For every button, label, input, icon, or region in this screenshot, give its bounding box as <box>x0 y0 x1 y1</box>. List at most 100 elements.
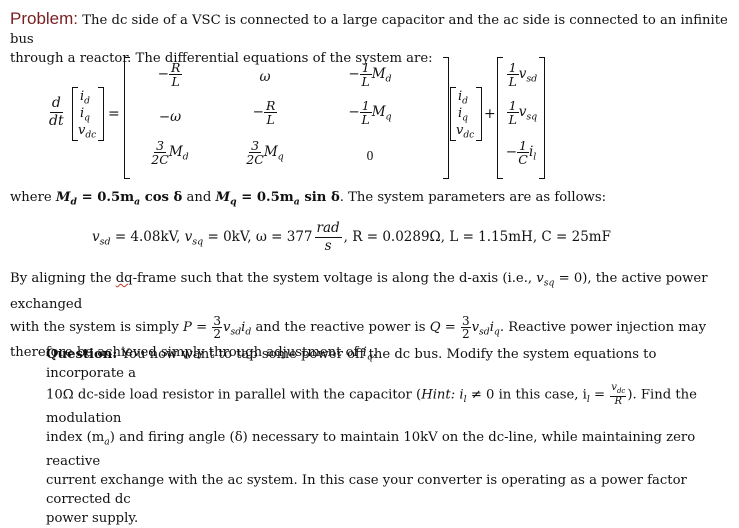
m13-tail: M <box>371 66 386 82</box>
m31-num: 3 <box>154 138 167 153</box>
where-line: where Md = 0.5ma cos δ and Mq = 0.5ma si… <box>10 190 607 208</box>
problem-title: Problem: <box>10 9 79 28</box>
state-iq: i <box>80 106 85 121</box>
m23-den: L <box>361 112 370 127</box>
r2-den: L <box>508 112 517 127</box>
dq-paragraph: By aligning the dq-frame such that the s… <box>10 271 708 363</box>
r3-sign: − <box>505 144 517 160</box>
question-l3: index (m <box>46 430 105 446</box>
m13-num: 1 <box>359 60 372 75</box>
para-l2a: with the system is simply <box>10 319 184 335</box>
m22-sign: − <box>252 104 264 120</box>
md-rest: cos δ <box>140 190 183 205</box>
m23-tail: M <box>371 104 386 120</box>
s-label: s <box>324 238 332 254</box>
para-l1b: -frame such that the system voltage is a… <box>132 271 537 286</box>
r2-tail: v <box>518 104 527 120</box>
m32-sub: q <box>277 151 284 163</box>
where-post: . The system parameters are as follows: <box>339 190 607 205</box>
md-eq: = 0.5m <box>76 190 135 205</box>
para-l1a: By aligning the <box>10 271 116 286</box>
rhs-iq-sub: q <box>462 113 468 124</box>
para-l1c: = 0), the active power exchanged <box>10 271 708 312</box>
m31-sub: d <box>182 151 189 163</box>
r3-den: C <box>518 152 528 167</box>
question-l2b: i <box>455 387 464 403</box>
mq-rest: sin δ <box>299 190 340 205</box>
question-l1: You now want to tap some power off the d… <box>46 347 657 381</box>
rhs-vdc-sub: dc <box>463 130 475 141</box>
m22-num: R <box>263 98 278 113</box>
r3-sub: l <box>533 151 537 163</box>
para-dq: dq <box>115 271 133 286</box>
question-label: Question: <box>46 347 118 362</box>
equals-sign: = <box>108 106 120 122</box>
param-omega: ω = 377 <box>255 229 313 245</box>
state-id: i <box>80 89 85 104</box>
para-l2b: and the reactive power is <box>251 319 430 335</box>
problem-line-2: through a reactor. The differential equa… <box>10 51 433 66</box>
m32-num: 3 <box>249 138 262 153</box>
m13-sign: − <box>348 66 360 82</box>
state-vdc-sub: dc <box>85 130 97 141</box>
where-pre: where <box>10 190 52 205</box>
where-and: and <box>182 190 216 205</box>
m13-den: L <box>361 74 370 89</box>
question-hint: Hint: <box>421 387 456 403</box>
param-rest: , R = 0.0289Ω, L = 1.15mH, C = 25mF <box>343 229 611 245</box>
r1-num: 1 <box>506 60 519 75</box>
derivative-numerator: d <box>49 95 63 113</box>
r2-sub: sq <box>526 111 538 123</box>
rhs-id-sub: d <box>462 96 468 107</box>
r1-tail: v <box>518 66 527 82</box>
m23-sub: q <box>385 111 392 123</box>
question-l2c: ≠ 0 in this case, i <box>466 387 587 403</box>
state-vector-lhs: id iq vdc <box>72 87 104 141</box>
param-vsd: = 4.08kV, <box>114 229 181 245</box>
plus-sign: + <box>484 106 496 122</box>
m12: ω <box>259 69 271 85</box>
r3-tail: i <box>528 144 534 160</box>
question-l2d: = <box>589 387 610 403</box>
rhs-iq: i <box>458 106 463 121</box>
para-l2c: . Reactive power injection may <box>499 319 707 335</box>
r1-den: L <box>508 74 517 89</box>
para-l3: therefore be achieved simply through adj… <box>10 345 363 361</box>
state-vdc: v <box>78 123 86 138</box>
r1-sub: sd <box>526 73 538 85</box>
problem-statement: Problem: The dc side of a VSC is connect… <box>10 9 732 68</box>
m32-den: 2C <box>246 152 264 167</box>
question-l2a: 10Ω dc-side load resistor in parallel wi… <box>46 387 422 403</box>
r3-num: 1 <box>517 138 529 153</box>
m33: 0 <box>366 148 374 163</box>
m23-num: 1 <box>359 98 372 113</box>
m22-den: L <box>266 112 275 127</box>
m32-tail: M <box>263 144 278 160</box>
state-vector-rhs: id iq vdc <box>450 87 482 141</box>
m23-sign: − <box>348 104 360 120</box>
state-id-sub: d <box>84 96 90 107</box>
m11-den: L <box>171 74 180 89</box>
time-derivative: d dt <box>47 95 66 130</box>
question-l5: power supply. <box>46 510 139 526</box>
rad-label: rad <box>314 220 342 238</box>
r2-num: 1 <box>506 98 519 113</box>
m11-num: R <box>168 60 183 75</box>
question-l2e: ). Find the modulation <box>46 387 697 427</box>
md-symbol: M <box>55 190 71 205</box>
state-iq-sub: q <box>84 113 90 124</box>
question-block: Question: You now want to tap some power… <box>46 347 697 526</box>
param-vsq: = 0kV, <box>207 229 252 245</box>
